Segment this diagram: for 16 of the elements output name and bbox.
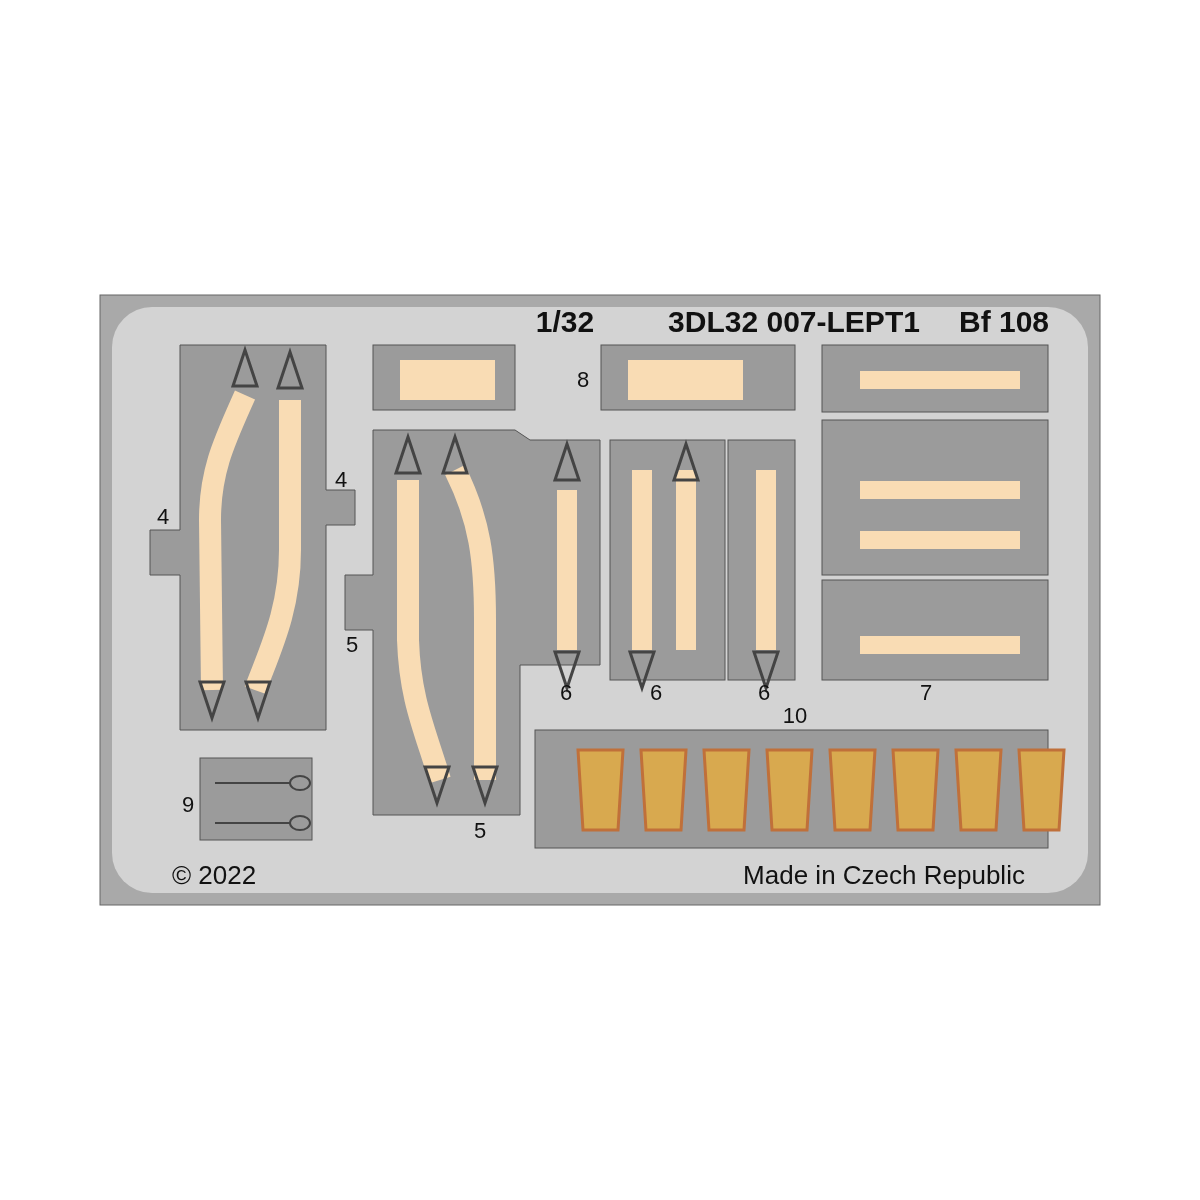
aircraft-name: Bf 108 <box>959 307 1049 337</box>
part-number: 9 <box>181 794 195 816</box>
part-number: 4 <box>156 506 170 528</box>
copyright-note: © 2022 <box>171 862 257 888</box>
part-number: 5 <box>345 634 359 656</box>
part-number: 6 <box>649 682 663 704</box>
part-number: 7 <box>919 682 933 704</box>
part-number: 10 <box>782 705 808 727</box>
part-number: 5 <box>473 820 487 842</box>
part-number: 4 <box>334 469 348 491</box>
origin-note: Made in Czech Republic <box>743 862 1025 888</box>
product-code: 3DL32 007-LEPT1 <box>668 307 920 337</box>
part-number: 6 <box>559 682 573 704</box>
scale-label: 1/32 <box>535 307 595 337</box>
part-number: 8 <box>576 369 590 391</box>
part-number: 6 <box>757 682 771 704</box>
